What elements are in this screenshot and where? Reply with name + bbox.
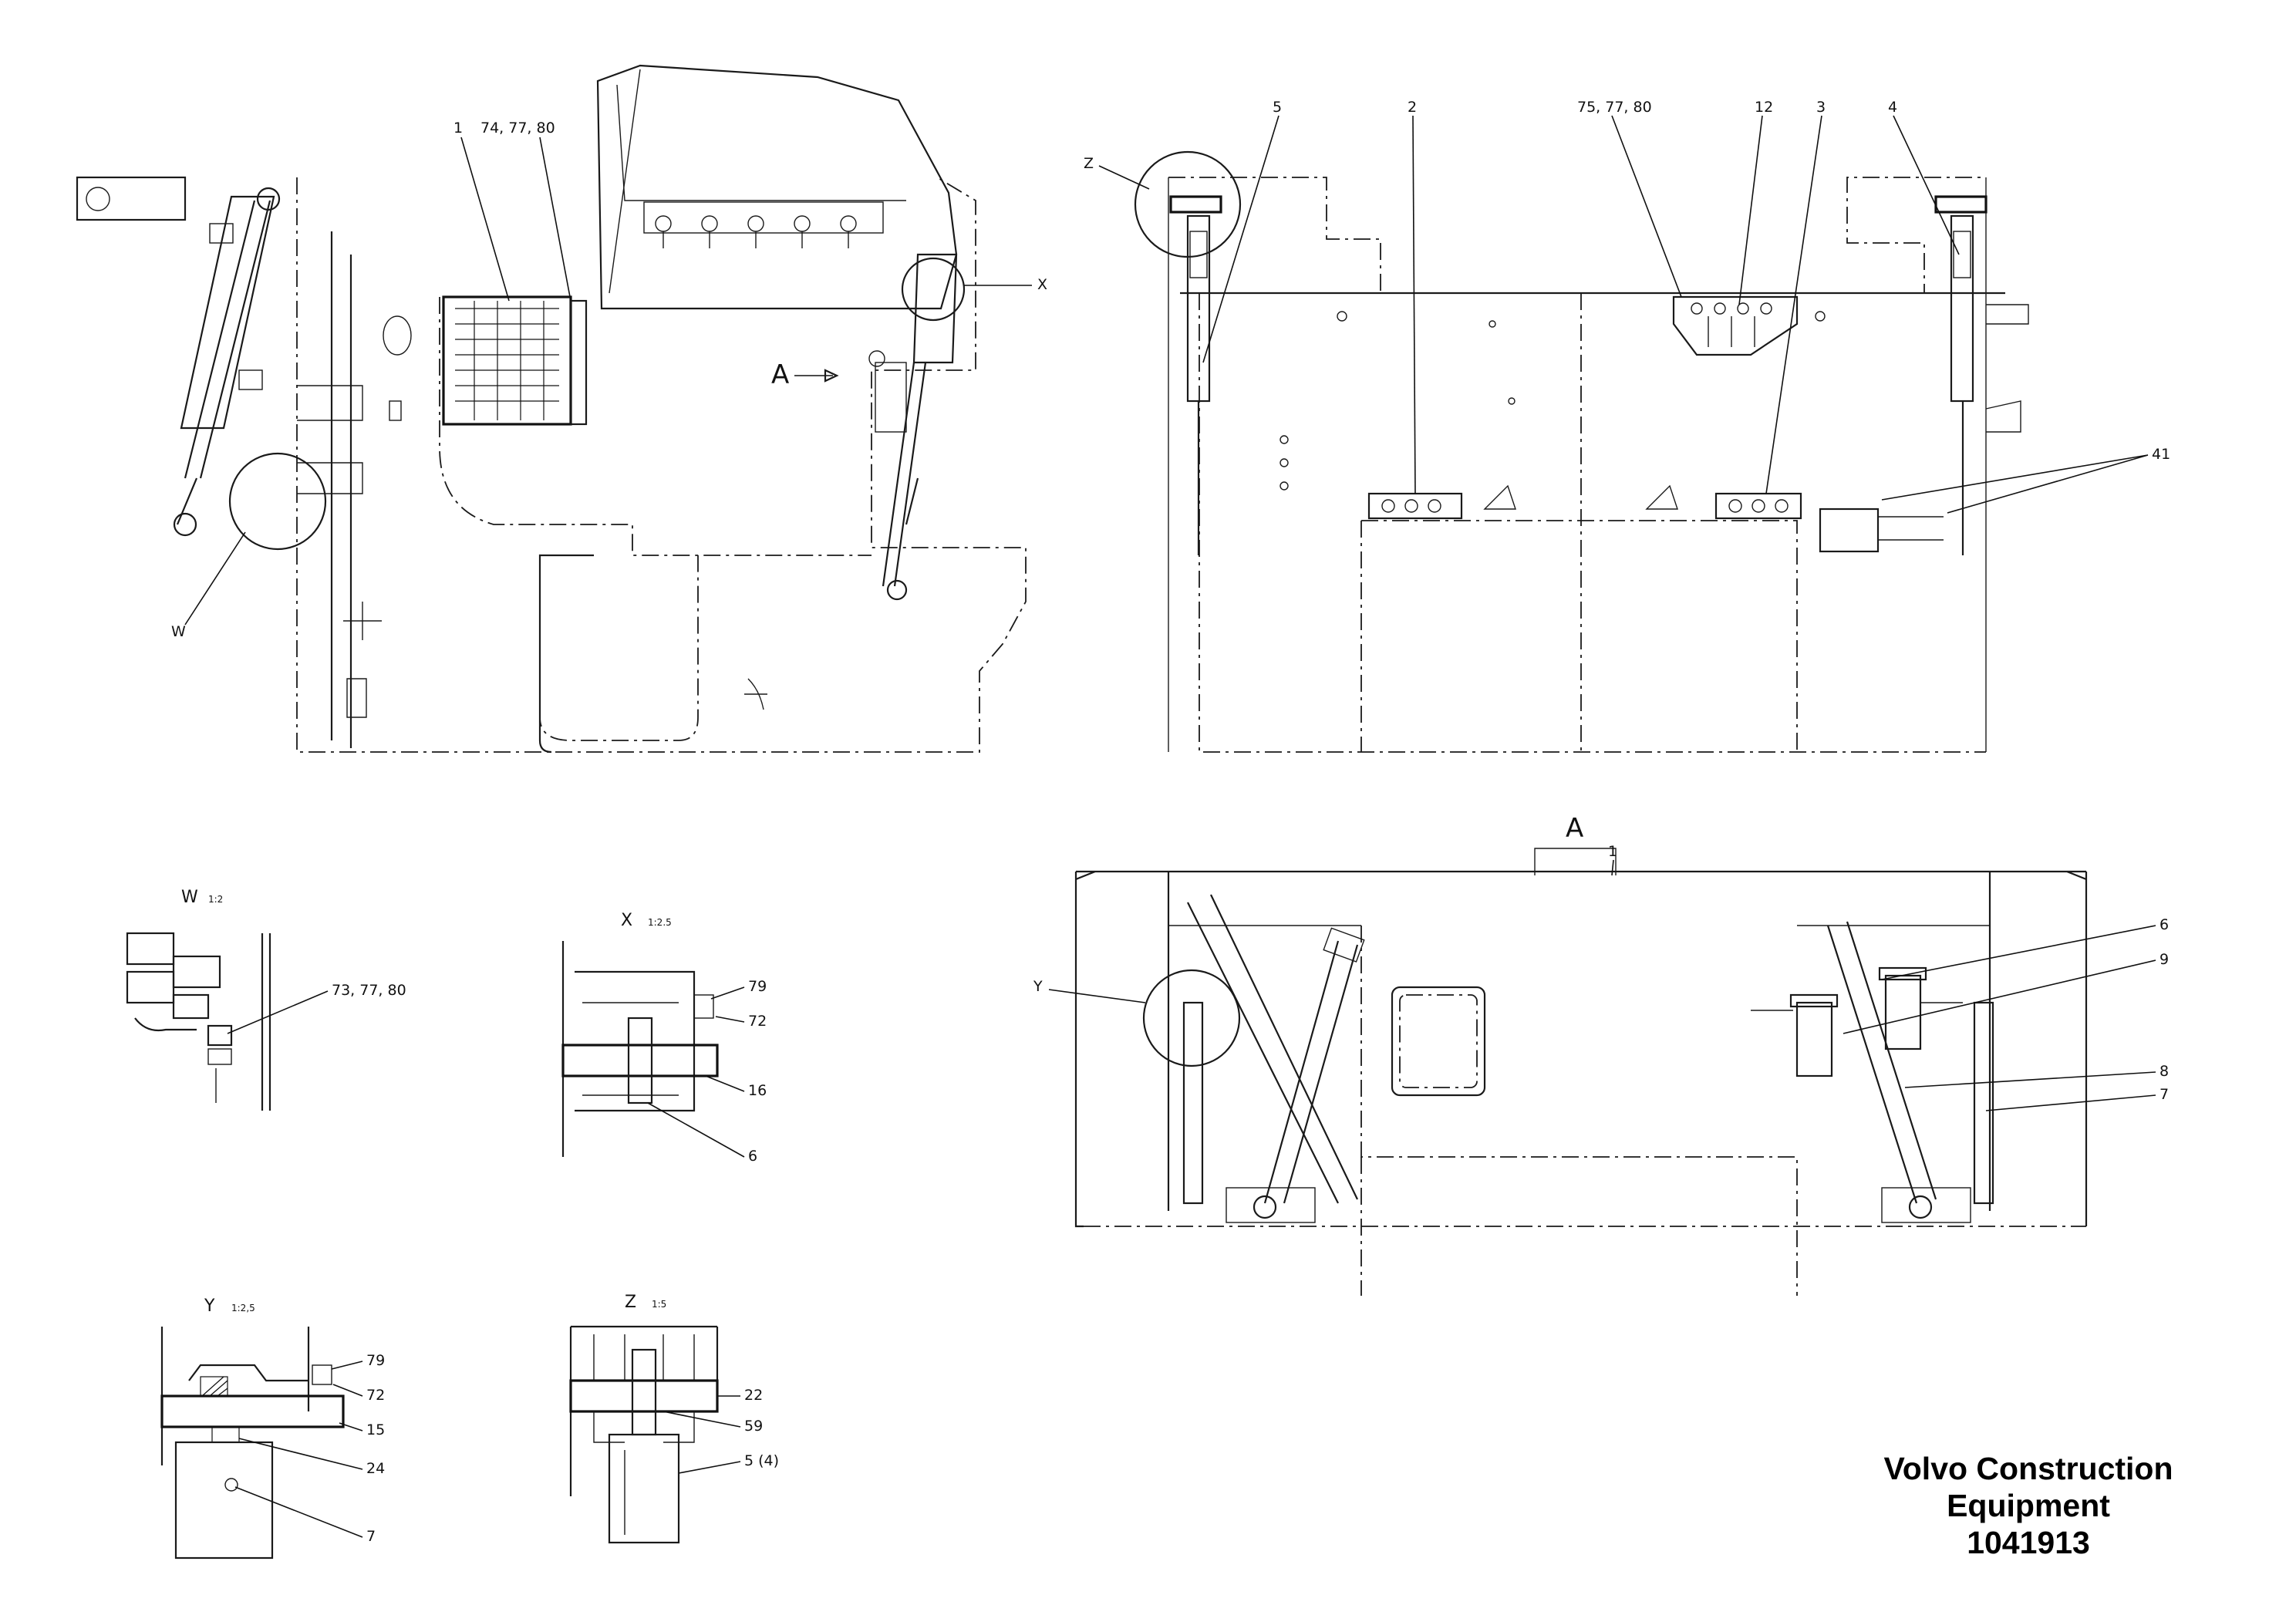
callout-74-77-80: 74, 77, 80: [480, 120, 555, 137]
filter-housing-right: [1884, 974, 1922, 1050]
front-view-callouts: A 1 Y 6 9 8 7: [1033, 813, 2169, 1111]
callout-1-side: 1: [453, 120, 463, 137]
callout-4-top: 4: [1888, 99, 1897, 116]
detail-circle-x: [901, 257, 966, 322]
manifold-fittings: [643, 201, 884, 248]
detail-circle-z: [1134, 150, 1242, 258]
callout-75-77-80: 75, 77, 80: [1577, 99, 1652, 116]
callout-6-x: 6: [748, 1148, 757, 1165]
callout-y-front: Y: [1033, 978, 1043, 995]
callout-41-top: 41: [2152, 446, 2170, 463]
callout-x-side: X: [1037, 276, 1047, 293]
callout-79-y: 79: [366, 1352, 385, 1369]
detail-circle-y: [1142, 969, 1241, 1067]
detail-view-w: W 1:2: [126, 888, 271, 1111]
callout-72-x: 72: [748, 1013, 767, 1030]
callout-5-4-z: 5 (4): [744, 1452, 779, 1469]
callout-59-z: 59: [744, 1418, 763, 1435]
callout-22-z: 22: [744, 1387, 763, 1404]
detail-z-label: Z: [625, 1293, 636, 1312]
callout-12-top: 12: [1755, 99, 1773, 116]
drawing-number: 1041913: [1967, 1525, 2090, 1560]
callout-15-y: 15: [366, 1421, 385, 1438]
callout-w-side: W: [171, 623, 186, 640]
detail-view-y: Y 1:2,5: [160, 1297, 345, 1560]
side-view-callouts: 1 74, 77, 80 W X A: [171, 120, 1047, 640]
front-left-struts: [1182, 894, 1365, 1223]
brand-line-2: Equipment: [1947, 1488, 2110, 1523]
detail-circle-w: [228, 452, 327, 551]
view-arrow-a: A: [771, 359, 789, 390]
front-view-a: [1074, 848, 2088, 1296]
callout-5-top: 5: [1273, 99, 1282, 116]
valve-block: [442, 295, 588, 426]
detail-x-label: X: [621, 911, 632, 930]
top-view: [1134, 150, 2029, 753]
front-right-struts: [1751, 921, 1994, 1223]
callout-2-top: 2: [1408, 99, 1417, 116]
detail-view-x: X 1:2.5: [561, 911, 719, 1157]
top-view-callouts: 5 2 75, 77, 80 12 3 4 Z 41: [1084, 99, 2170, 514]
detail-y-callouts: 79 72 15 24 7: [234, 1352, 385, 1545]
detail-z-scale: 1:5: [652, 1299, 666, 1310]
detail-z-callouts: 22 59 5 (4): [663, 1387, 779, 1474]
callout-24-y: 24: [366, 1460, 385, 1477]
filter-housing-left: [1795, 1001, 1833, 1077]
top-right-cylinder: [1934, 195, 1988, 555]
lift-cylinder-right: [868, 253, 958, 601]
title-block: Volvo Construction Equipment 1041913: [1836, 1450, 2221, 1561]
detail-view-z: Z 1:5: [569, 1293, 719, 1544]
callout-79-x: 79: [748, 978, 767, 995]
top-rail-fittings: [1367, 484, 1802, 520]
callout-7-front: 7: [2159, 1086, 2169, 1103]
callout-1-front: 1: [1608, 843, 1617, 860]
detail-y-label: Y: [204, 1297, 215, 1316]
callout-8-front: 8: [2159, 1063, 2169, 1080]
view-title-a: A: [1566, 813, 1583, 844]
lift-cylinder-left: [76, 176, 281, 537]
callout-3-top: 3: [1816, 99, 1826, 116]
top-left-cylinder: [1169, 195, 1222, 555]
callout-6-front: 6: [2159, 916, 2169, 933]
detail-x-callouts: 79 72 16 6: [647, 978, 767, 1165]
callout-z-top: Z: [1084, 155, 1094, 172]
detail-y-scale: 1:2,5: [231, 1303, 255, 1313]
cab-window: [1391, 986, 1486, 1097]
callout-73-77-80: 73, 77, 80: [332, 982, 406, 999]
brand-line-1: Volvo Construction: [1883, 1451, 2173, 1486]
side-view: [76, 64, 1027, 754]
detail-w-scale: 1:2: [208, 894, 223, 905]
detail-w-callouts: 73, 77, 80: [227, 982, 406, 1034]
callout-72-y: 72: [366, 1387, 385, 1404]
fitting-41-block: [1819, 508, 1880, 553]
detail-x-scale: 1:2.5: [648, 917, 672, 928]
detail-w-fittings: [126, 932, 233, 1103]
callout-16-x: 16: [748, 1082, 767, 1099]
detail-w-label: W: [181, 888, 198, 907]
callout-9-front: 9: [2159, 951, 2169, 968]
callout-7-y: 7: [366, 1528, 376, 1545]
top-manifold: [1672, 295, 1799, 356]
